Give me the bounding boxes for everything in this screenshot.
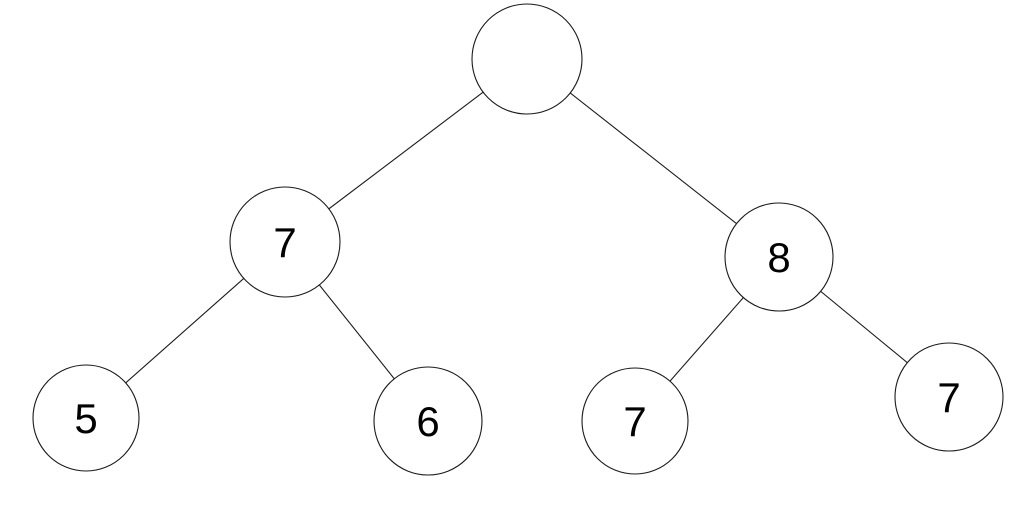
tree-node-rr: 7 [894,342,1004,452]
node-circle-lr [373,366,483,476]
node-label-rl: 7 [623,398,646,445]
tree-node-lr: 6 [373,366,483,476]
node-label-ll: 5 [74,395,97,442]
node-circle-rl [581,367,689,475]
tree-node-rl: 7 [581,367,689,475]
tree-node-root [471,3,583,115]
node-label-r: 8 [767,234,790,281]
node-label-lr: 6 [416,398,439,445]
tree-node-r: 8 [724,202,834,312]
nodes-layer: 7 8 5 6 7 7 [32,3,1004,476]
tree-node-l: 7 [229,186,341,298]
node-circle-ll [32,364,140,472]
node-circle-rr [894,342,1004,452]
node-label-l: 7 [273,219,296,266]
node-label-rr: 7 [937,374,960,421]
node-circle-r [724,202,834,312]
node-circle-l [229,186,341,298]
node-circle-root [471,3,583,115]
tree-node-ll: 5 [32,364,140,472]
